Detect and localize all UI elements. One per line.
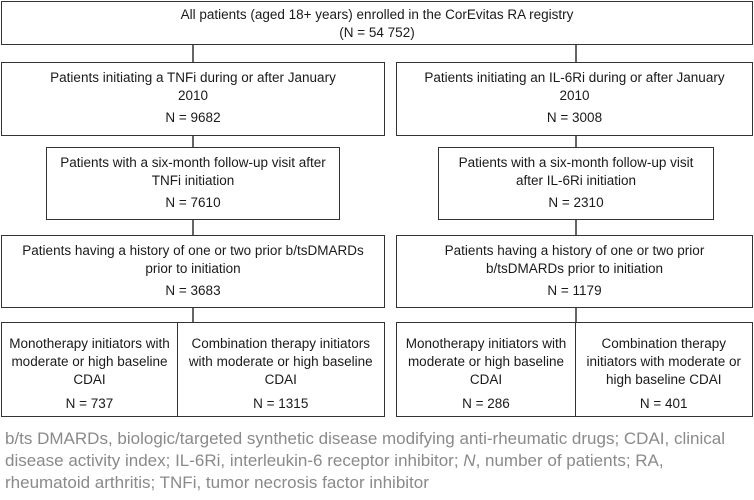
footnote-part-2: , number of patients; RA, rheumatoid art… (5, 451, 664, 492)
il6ri-mono-count: N = 286 (462, 396, 510, 411)
tnfi-followup-text: Patients with a six-month follow-up visi… (60, 155, 326, 188)
il6ri-combo-text: Combination therapy initiators with mode… (586, 336, 742, 387)
il6ri-mono-text: Monotherapy initiators with moderate or … (405, 336, 567, 387)
root-text: All patients (aged 18+ years) enrolled i… (180, 7, 574, 22)
tnfi-mono-box: Monotherapy initiators with moderate or … (1, 322, 178, 417)
il6ri-history-box: Patients having a history of one or two … (396, 235, 753, 308)
tnfi-combo-count: N = 1315 (253, 396, 309, 411)
tnfi-initiating-box: Patients initiating a TNFi during or aft… (1, 62, 385, 136)
tnfi-initiating-text: Patients initiating a TNFi during or aft… (50, 70, 336, 103)
footnote: b/ts DMARDs, biologic/targeted synthetic… (5, 428, 750, 494)
tnfi-history-count: N = 3683 (165, 283, 221, 298)
il6ri-followup-box: Patients with a six-month follow-up visi… (438, 147, 714, 220)
tnfi-combo-text: Combination therapy initiators with mode… (188, 336, 373, 387)
tnfi-mono-text: Monotherapy initiators with moderate or … (9, 336, 170, 387)
tnfi-history-text: Patients having a history of one or two … (22, 243, 364, 276)
il6ri-combo-box: Combination therapy initiators with mode… (574, 322, 753, 417)
il6ri-initiating-box: Patients initiating an IL-6Ri during or … (396, 62, 753, 136)
il6ri-initiating-count: N = 3008 (546, 110, 603, 125)
tnfi-initiating-count: N = 9682 (165, 110, 221, 125)
tnfi-mono-count: N = 737 (65, 396, 114, 411)
il6ri-initiating-text: Patients initiating an IL-6Ri during or … (424, 70, 725, 103)
il6ri-history-text: Patients having a history of one or two … (444, 243, 705, 276)
root-box: All patients (aged 18+ years) enrolled i… (1, 1, 753, 45)
il6ri-followup-count: N = 2310 (548, 195, 604, 210)
flow-connectors (192, 44, 577, 322)
il6ri-followup-text: Patients with a six-month follow-up visi… (458, 155, 694, 188)
footnote-part-1: b/ts DMARDs, biologic/targeted synthetic… (5, 429, 725, 470)
il6ri-history-count: N = 1179 (547, 283, 602, 298)
tnfi-combo-box: Combination therapy initiators with mode… (176, 322, 385, 417)
tnfi-followup-count: N = 7610 (165, 195, 221, 210)
footnote-n-symbol: N (463, 451, 476, 470)
root-count: (N = 54 752) (339, 25, 415, 40)
il6ri-mono-box: Monotherapy initiators with moderate or … (396, 322, 576, 417)
tnfi-followup-box: Patients with a six-month follow-up visi… (46, 147, 340, 220)
il6ri-combo-count: N = 401 (639, 396, 688, 411)
tnfi-history-box: Patients having a history of one or two … (1, 235, 385, 308)
